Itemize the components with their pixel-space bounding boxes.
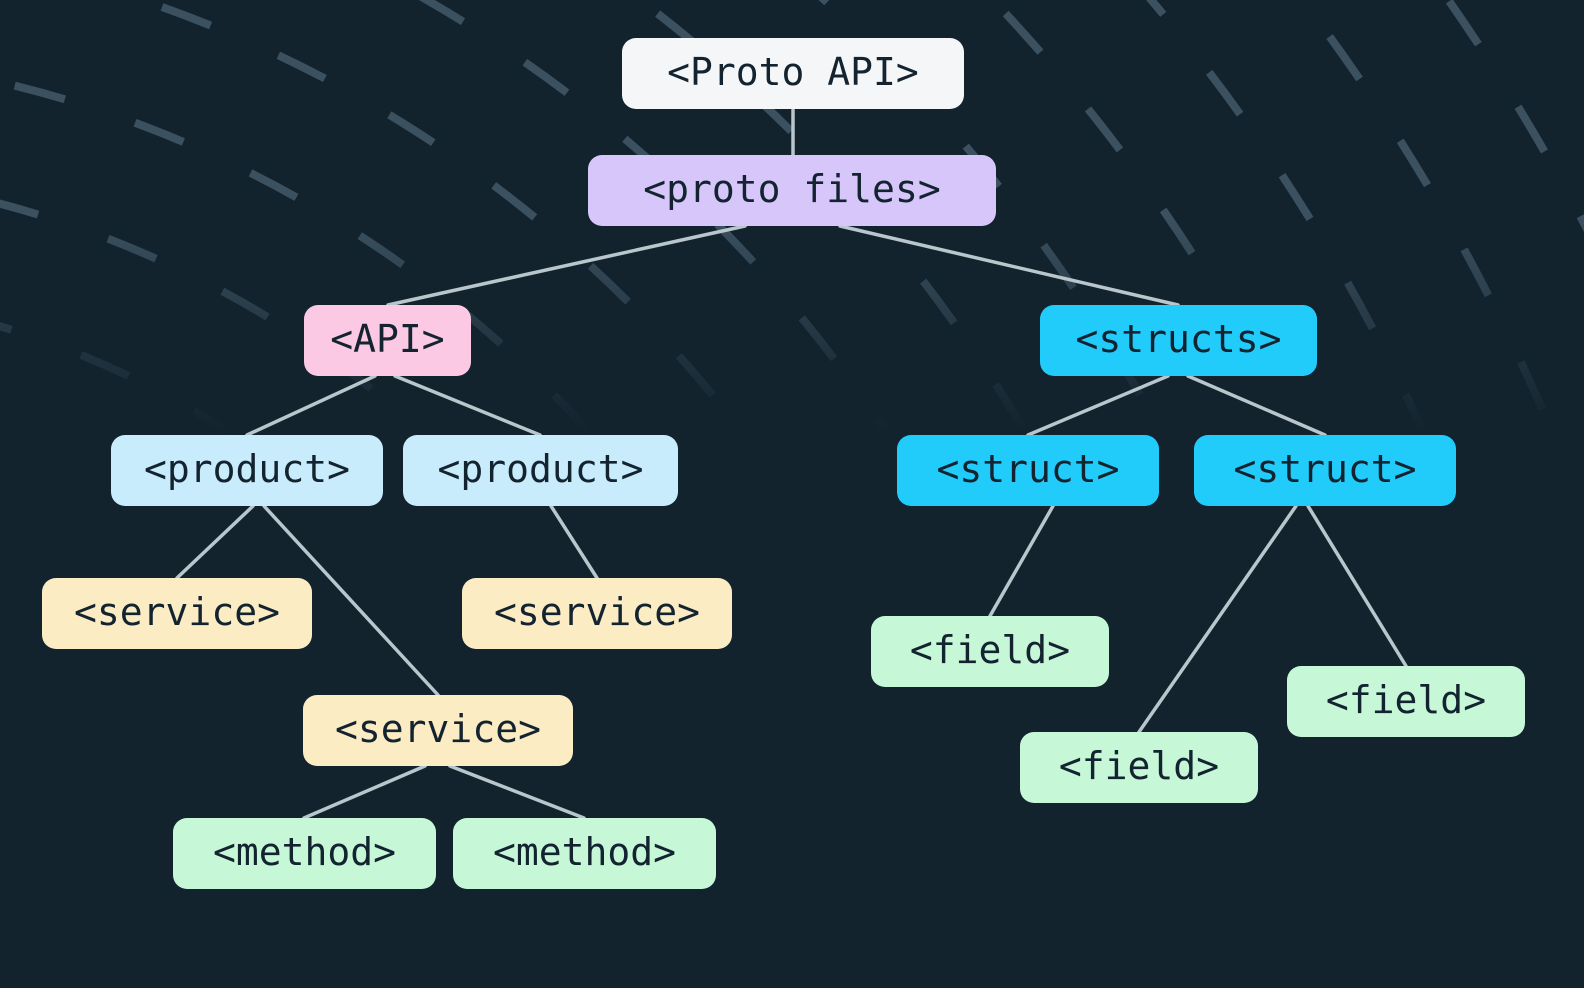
- edge-structs-to-struct-2: [1186, 374, 1327, 437]
- node-proto-files[interactable]: <proto files>: [588, 155, 996, 226]
- edge-proto-files-to-structs: [838, 224, 1180, 307]
- node-label: <field>: [909, 628, 1071, 672]
- edge-struct-1-to-field-1: [988, 504, 1055, 618]
- node-label: <field>: [1058, 744, 1220, 788]
- edge-api-to-product-1: [245, 374, 377, 437]
- node-field-1[interactable]: <field>: [871, 616, 1109, 687]
- edge-proto-files-to-api: [386, 224, 747, 307]
- node-label: <struct>: [936, 447, 1120, 491]
- node-label: <Proto API>: [667, 50, 919, 94]
- node-method-1[interactable]: <method>: [173, 818, 436, 889]
- node-label: <service>: [335, 707, 541, 751]
- edge-structs-to-struct-1: [1026, 374, 1170, 437]
- node-label: <service>: [494, 590, 700, 634]
- edge-struct-2-to-field-2: [1306, 504, 1408, 668]
- node-struct-2[interactable]: <struct>: [1194, 435, 1456, 506]
- node-service-1[interactable]: <service>: [42, 578, 312, 649]
- node-label: <product>: [437, 447, 644, 491]
- node-label: <product>: [144, 447, 350, 491]
- node-label: <structs>: [1075, 317, 1282, 361]
- node-struct-1[interactable]: <struct>: [897, 435, 1159, 506]
- edge-api-to-product-2: [393, 374, 542, 437]
- node-label: <method>: [492, 830, 677, 874]
- node-label: <API>: [330, 317, 445, 361]
- node-product-2[interactable]: <product>: [403, 435, 678, 506]
- node-method-2[interactable]: <method>: [453, 818, 716, 889]
- edge-struct-2-to-field-3: [1137, 504, 1298, 734]
- node-field-3[interactable]: <field>: [1020, 732, 1258, 803]
- node-field-2[interactable]: <field>: [1287, 666, 1525, 737]
- node-structs[interactable]: <structs>: [1040, 305, 1317, 376]
- node-label: <service>: [74, 590, 280, 634]
- node-label: <field>: [1325, 678, 1487, 722]
- edge-product-1-to-service-1: [175, 504, 255, 580]
- edge-service-3-to-method-2: [448, 764, 586, 820]
- edge-service-3-to-method-1: [302, 764, 427, 820]
- node-product-1[interactable]: <product>: [111, 435, 383, 506]
- edge-product-2-to-service-2: [549, 504, 599, 580]
- node-service-2[interactable]: <service>: [462, 578, 732, 649]
- node-proto-api[interactable]: <Proto API>: [622, 38, 964, 109]
- node-api[interactable]: <API>: [304, 305, 471, 376]
- node-service-3[interactable]: <service>: [303, 695, 573, 766]
- node-label: <proto files>: [643, 167, 941, 211]
- node-label: <struct>: [1233, 447, 1417, 491]
- node-label: <method>: [212, 830, 397, 874]
